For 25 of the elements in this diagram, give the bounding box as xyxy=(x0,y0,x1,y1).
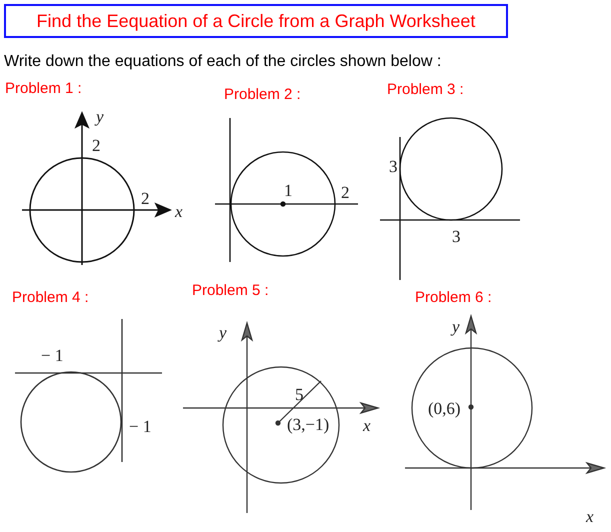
problem-label: Problem 1 : xyxy=(5,81,82,96)
tick-label: − 1 xyxy=(129,418,152,435)
tick-label: 3 xyxy=(389,158,398,175)
point-label: (0,6) xyxy=(428,400,461,417)
problem-label: Problem 3 : xyxy=(387,82,464,97)
worksheet-title: Find the Eequation of a Circle from a Graph Worksheet xyxy=(4,4,508,38)
problem-label: Problem 4 : xyxy=(12,290,89,305)
tick-label: 5 xyxy=(295,386,304,403)
axis-label: y xyxy=(96,108,104,125)
instruction-text: Write down the equations of each of the circles shown below : xyxy=(4,54,442,70)
tick-label: 2 xyxy=(341,184,350,201)
tick-label: 2 xyxy=(141,190,150,207)
axis-label: y xyxy=(452,318,460,335)
problem-label: Problem 2 : xyxy=(224,87,301,102)
tick-label: 2 xyxy=(92,137,100,154)
problem-label: Problem 5 : xyxy=(192,283,269,298)
axis-label: x xyxy=(175,203,183,220)
tick-label: 1 xyxy=(284,182,292,199)
point-label: (3,−1) xyxy=(287,416,330,433)
tick-label: − 1 xyxy=(41,347,64,364)
axis-label: y xyxy=(219,324,227,341)
tick-label: 3 xyxy=(452,228,460,245)
axis-label: x xyxy=(586,508,594,525)
problem-label: Problem 6 : xyxy=(415,290,492,305)
axis-label: x xyxy=(363,417,371,434)
